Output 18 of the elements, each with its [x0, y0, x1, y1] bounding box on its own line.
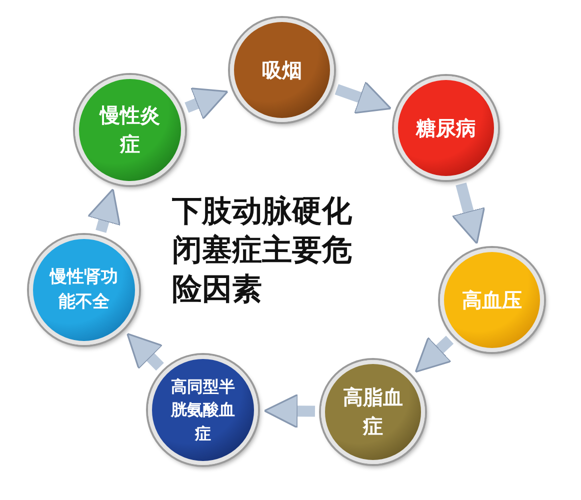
arrow [87, 188, 121, 233]
factor-label: 慢性肾功能不全 [48, 266, 119, 314]
arrow [452, 182, 486, 244]
factor-label: 糖尿病 [414, 114, 477, 142]
factor-label: 高脂血症 [342, 384, 404, 440]
arrow [126, 332, 164, 371]
arrow [184, 87, 228, 120]
factor-circle [148, 355, 258, 465]
factor-circle [440, 248, 544, 352]
arrow [334, 81, 392, 114]
factor-label: 高同型半胱氨酸血症 [170, 376, 236, 445]
factor-label: 高血压 [461, 286, 523, 314]
arrow [414, 336, 454, 373]
arrow [264, 394, 316, 428]
title: 下肢动脉硬化闭塞症主要危险因素 [172, 193, 353, 309]
factor-circle [321, 360, 425, 464]
factor-label: 吸烟 [261, 56, 303, 84]
factor-label: 慢性炎症 [98, 102, 161, 158]
